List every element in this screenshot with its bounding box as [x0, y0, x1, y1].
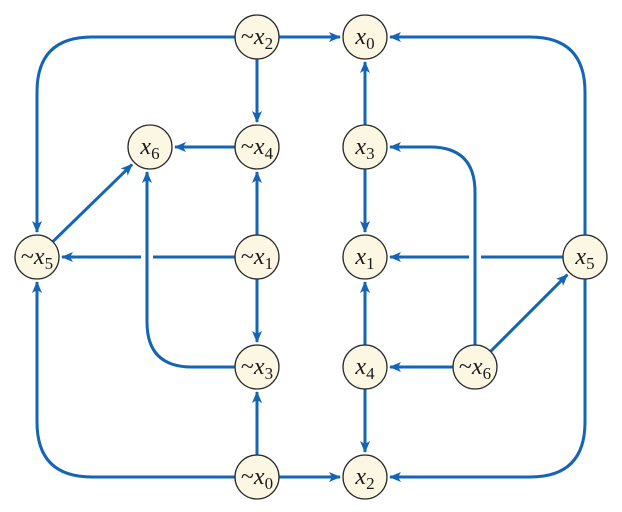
node-label: ~x5	[21, 244, 53, 273]
node-circle	[127, 124, 173, 170]
node-label-prefix: ~	[241, 134, 254, 160]
node-label-sub: 6	[151, 144, 160, 163]
node-label: ~x3	[241, 354, 273, 383]
edge-nx6-to-x3	[389, 142, 477, 345]
node-circle	[342, 234, 388, 280]
node-label-sub: 2	[366, 474, 375, 493]
node-nx3: ~x3	[234, 344, 280, 390]
node-label-var: x	[471, 354, 483, 380]
node-circle	[234, 124, 280, 170]
edge-nx0-to-nx5	[32, 281, 235, 479]
node-label: x5	[574, 244, 594, 273]
edge-nx6-to-x5	[489, 273, 569, 353]
node-x4: x4	[342, 344, 388, 390]
node-label-prefix: ~	[21, 244, 34, 270]
node-label-sub: 1	[265, 254, 274, 273]
node-label-var: x	[574, 244, 586, 270]
node-label-sub: 6	[483, 364, 492, 383]
node-label: ~x4	[241, 134, 274, 163]
node-label-sub: 3	[366, 144, 375, 163]
node-label-sub: 2	[265, 34, 274, 53]
node-label-var: x	[354, 354, 366, 380]
node-label-var: x	[354, 24, 366, 50]
node-circle	[14, 234, 60, 280]
node-label-sub: 3	[265, 364, 274, 383]
node-label-prefix: ~	[459, 354, 472, 380]
node-label-sub: 0	[265, 474, 274, 493]
node-x6: x6	[127, 124, 173, 170]
node-label-var: x	[354, 134, 366, 160]
edge-x5-to-x2	[389, 279, 587, 482]
node-label-var: x	[354, 464, 366, 490]
node-x5: x5	[562, 234, 608, 280]
edge-crossing-gap	[390, 141, 481, 345]
node-nx1: ~x1	[234, 234, 280, 280]
node-nx4: ~x4	[234, 124, 280, 170]
node-label: ~x6	[459, 354, 491, 383]
node-label: x4	[354, 354, 375, 383]
node-label-prefix: ~	[241, 464, 254, 490]
node-label: ~x0	[241, 464, 273, 493]
node-label-var: x	[33, 244, 45, 270]
edge-x5-to-x0	[389, 32, 587, 235]
node-label-sub: 4	[366, 364, 375, 383]
node-nx5: ~x5	[14, 234, 60, 280]
node-label-var: x	[253, 354, 265, 380]
node-nx0: ~x0	[234, 454, 280, 500]
edge-nx3-to-x6	[142, 171, 235, 369]
node-x0: x0	[342, 14, 388, 60]
edge-crossing-gap	[141, 172, 235, 373]
node-label-var: x	[253, 24, 265, 50]
node-label-sub: 4	[265, 144, 274, 163]
node-label-var: x	[253, 134, 265, 160]
node-circle	[452, 344, 498, 390]
edge-nx2-to-nx5	[32, 35, 235, 233]
node-circle	[342, 344, 388, 390]
node-circle	[234, 344, 280, 390]
node-label-prefix: ~	[241, 24, 254, 50]
node-label-prefix: ~	[241, 354, 254, 380]
node-circle	[342, 454, 388, 500]
node-label-var: x	[253, 464, 265, 490]
node-label-sub: 5	[45, 254, 54, 273]
node-circle	[234, 14, 280, 60]
node-label-sub: 0	[366, 34, 375, 53]
node-x2: x2	[342, 454, 388, 500]
node-label-sub: 1	[366, 254, 375, 273]
node-x1: x1	[342, 234, 388, 280]
node-label: x6	[139, 134, 159, 163]
node-label: x0	[354, 24, 374, 53]
node-nx6: ~x6	[452, 344, 498, 390]
node-nx2: ~x2	[234, 14, 280, 60]
node-x3: x3	[342, 124, 388, 170]
node-label-sub: 5	[586, 254, 595, 273]
node-label-var: x	[354, 244, 366, 270]
node-label: ~x2	[241, 24, 273, 53]
node-circle	[342, 14, 388, 60]
edges-layer	[32, 32, 587, 482]
node-circle	[234, 454, 280, 500]
node-label: x2	[354, 464, 374, 493]
node-circle	[562, 234, 608, 280]
node-label: x1	[354, 244, 374, 273]
node-label-var: x	[139, 134, 151, 160]
node-circle	[342, 124, 388, 170]
node-label: ~x1	[241, 244, 273, 273]
edge-nx5-to-x6	[51, 163, 134, 243]
node-label-var: x	[253, 244, 265, 270]
node-circle	[234, 234, 280, 280]
node-label: x3	[354, 134, 374, 163]
node-label-prefix: ~	[241, 244, 254, 270]
